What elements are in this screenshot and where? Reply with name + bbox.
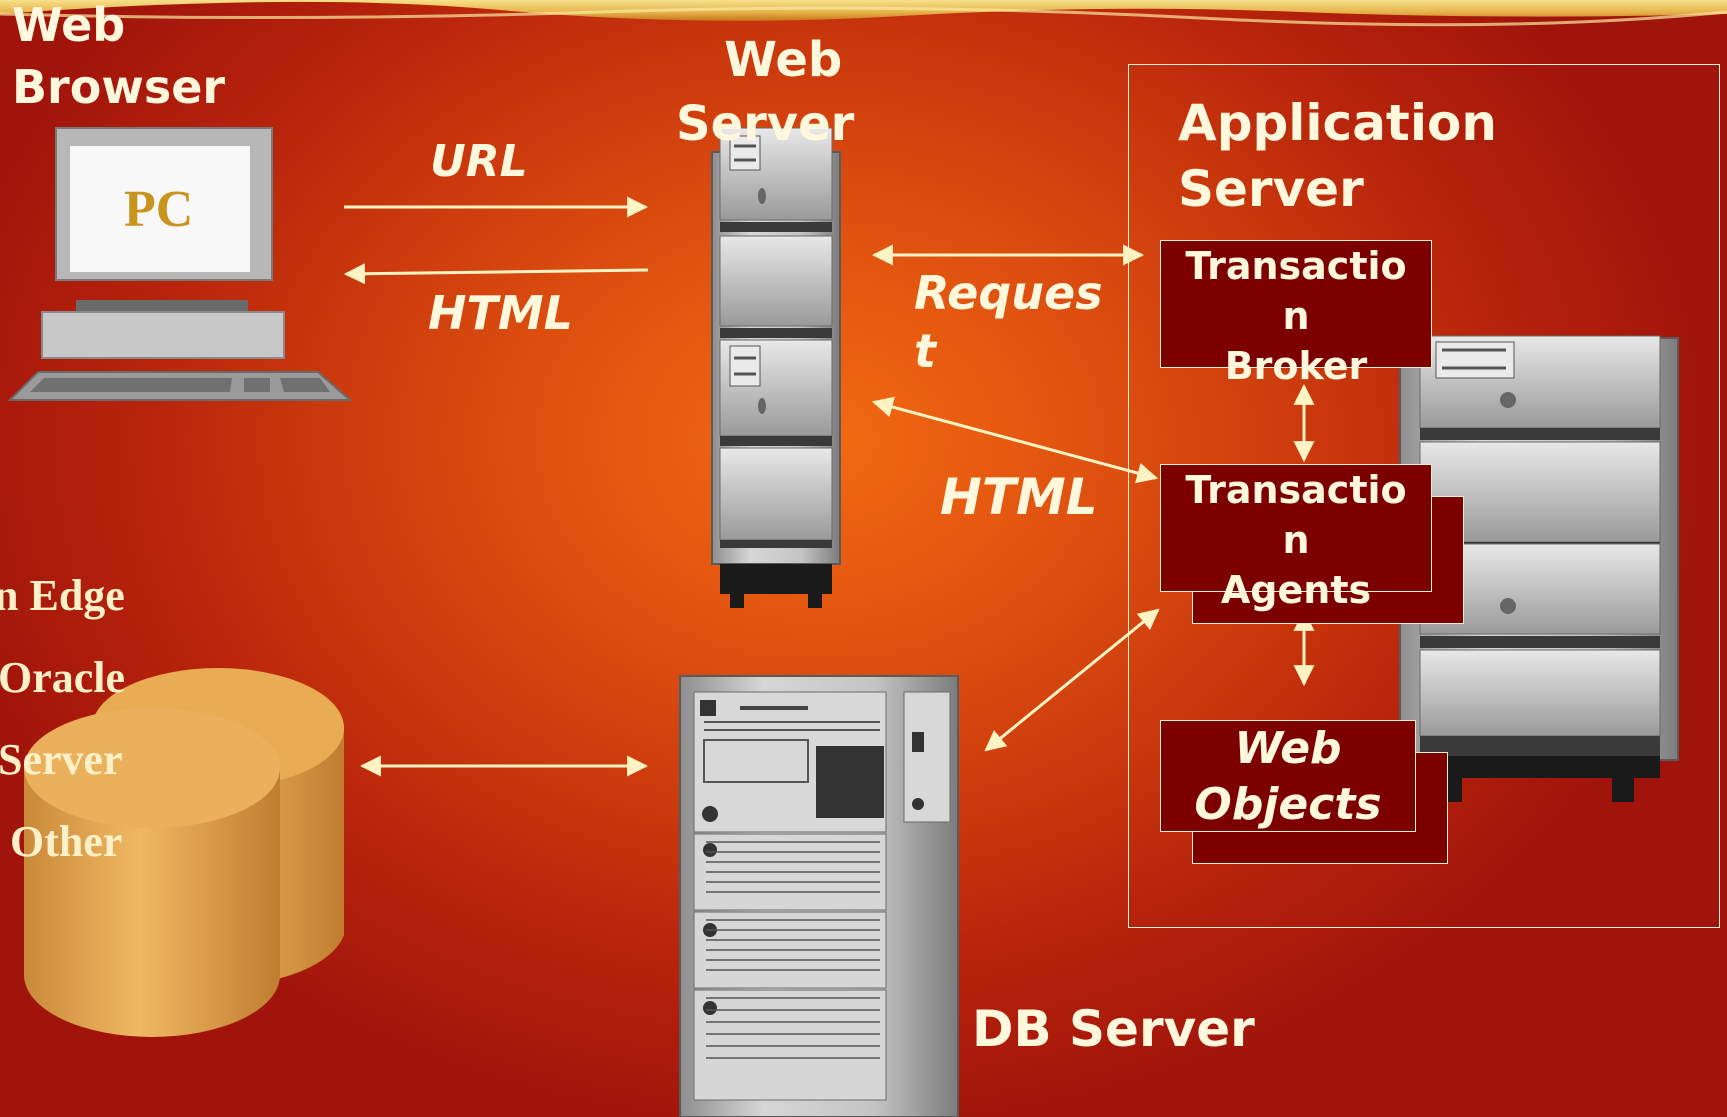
html-agent-arrow (871, 396, 1159, 484)
html-right-label: HTML (940, 468, 1098, 526)
web-server-label: Web Server (676, 32, 855, 152)
pc-label: PC (124, 181, 194, 238)
top-decorative-bar (0, 0, 1727, 27)
web-server-icon (711, 127, 841, 608)
application-server-label: Application Server (1178, 94, 1497, 218)
application-server-frame (1128, 64, 1720, 928)
transaction-broker-box: Transactio n Broker (1160, 240, 1432, 388)
transaction-agents-box: Transactio n Agents (1160, 464, 1432, 612)
url-label: URL (430, 136, 528, 187)
html-left-label: HTML (428, 286, 573, 340)
db-server-icon (679, 675, 959, 1117)
db-name-other: Other (10, 817, 123, 866)
pc-computer-icon (7, 127, 353, 401)
web-objects-box: Web Objects (1160, 720, 1416, 832)
db-name-server: Server (0, 735, 123, 784)
db-server-label: DB Server (972, 1000, 1255, 1058)
request-label: Reques t (914, 266, 1103, 378)
connection-arrows (343, 196, 1315, 777)
html-return-arrow (343, 263, 649, 285)
web-browser-label: Web Browser (12, 0, 226, 114)
db-agents-arrow (984, 608, 1160, 752)
db-name-oracle: Oracle (0, 653, 126, 702)
db-name-edge: n Edge (0, 571, 125, 620)
database-cylinders-icon (24, 668, 344, 1037)
